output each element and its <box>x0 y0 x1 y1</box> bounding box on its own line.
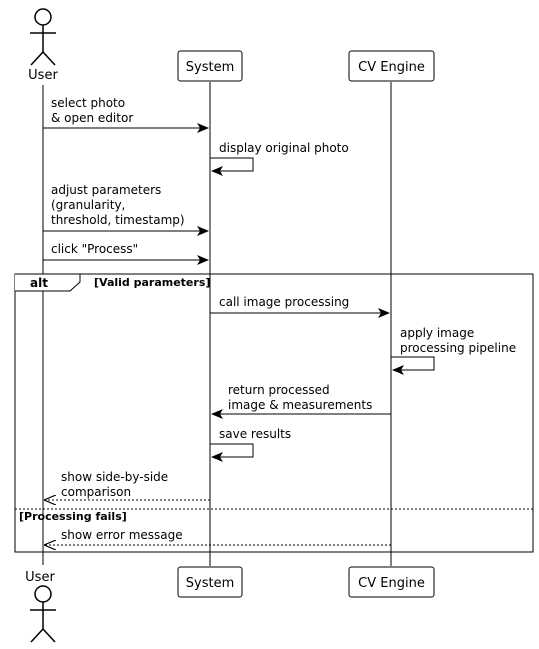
cv-engine-label-top: CV Engine <box>358 60 425 75</box>
alt-fragment: alt [Valid parameters] [Processing fails… <box>14 273 534 553</box>
alt-frame <box>14 273 534 553</box>
message-text-line: (granularity, <box>51 198 125 212</box>
message-select-photo: select photo & open editor <box>43 96 209 133</box>
message-text-line: select photo <box>51 96 125 110</box>
message-text-line: comparison <box>61 485 131 499</box>
participant-system-bottom: System <box>177 566 243 598</box>
message-click-process: click "Process" <box>43 242 209 265</box>
message-apply-pipeline: apply image processing pipeline <box>391 326 516 375</box>
svg-text:select photo & open edit: select photo & open editor <box>51 96 133 125</box>
message-self-arrow <box>210 157 254 176</box>
user-label-bottom: User <box>25 570 55 585</box>
svg-text:adjust parameters (granu: adjust parameters (granularity, threshol… <box>51 183 185 227</box>
message-text-line: return processed <box>228 383 330 397</box>
message-text-line: apply image <box>400 326 474 340</box>
message-text-line: show error message <box>61 528 183 542</box>
message-save-results: save results <box>210 427 291 462</box>
svg-text:show side-by-side compar: show side-by-side comparison <box>61 470 172 499</box>
message-text-line: show side-by-side <box>61 470 168 484</box>
message-text-line: display original photo <box>219 141 349 155</box>
participant-system-top: System <box>177 50 243 82</box>
message-text-line: call image processing <box>219 295 349 309</box>
message-text-line: adjust parameters <box>51 183 161 197</box>
participant-cv-engine-top: CV Engine <box>348 50 435 82</box>
message-self-arrow <box>210 443 254 462</box>
participant-cv-engine-bottom: CV Engine <box>348 566 435 598</box>
user-actor-icon-bottom <box>30 585 56 643</box>
svg-text:return processed image &: return processed image & measurements <box>228 383 372 412</box>
participant-user-top: User <box>28 8 58 83</box>
alt-guard-valid: [Valid parameters] <box>94 276 210 289</box>
message-self-arrow <box>391 356 435 375</box>
message-text-line: threshold, timestamp) <box>51 213 185 227</box>
message-text-line: click "Process" <box>51 242 138 256</box>
message-text-line: processing pipeline <box>400 341 516 355</box>
alt-keyword-tab <box>15 273 81 292</box>
system-label-bottom: System <box>186 576 234 591</box>
participant-user-bottom: User <box>25 570 56 643</box>
alt-keyword: alt <box>30 276 48 290</box>
alt-guard-fails: [Processing fails] <box>19 510 127 523</box>
message-show-error: show error message <box>45 528 391 545</box>
message-return-processed: return processed image & measurements <box>211 383 391 419</box>
user-label-top: User <box>28 68 58 83</box>
cv-engine-label-bottom: CV Engine <box>358 576 425 591</box>
message-display-original: display original photo <box>210 141 349 176</box>
message-call-image-processing: call image processing <box>210 295 390 318</box>
message-text-line: & open editor <box>51 111 133 125</box>
message-adjust-parameters: adjust parameters (granularity, threshol… <box>43 183 209 236</box>
message-text-line: image & measurements <box>228 398 372 412</box>
message-text-line: save results <box>219 427 291 441</box>
user-actor-icon <box>30 8 56 66</box>
message-show-comparison: show side-by-side comparison <box>45 470 210 500</box>
system-label-top: System <box>186 60 234 75</box>
svg-text:apply image processing p: apply image processing pipeline <box>400 326 516 355</box>
